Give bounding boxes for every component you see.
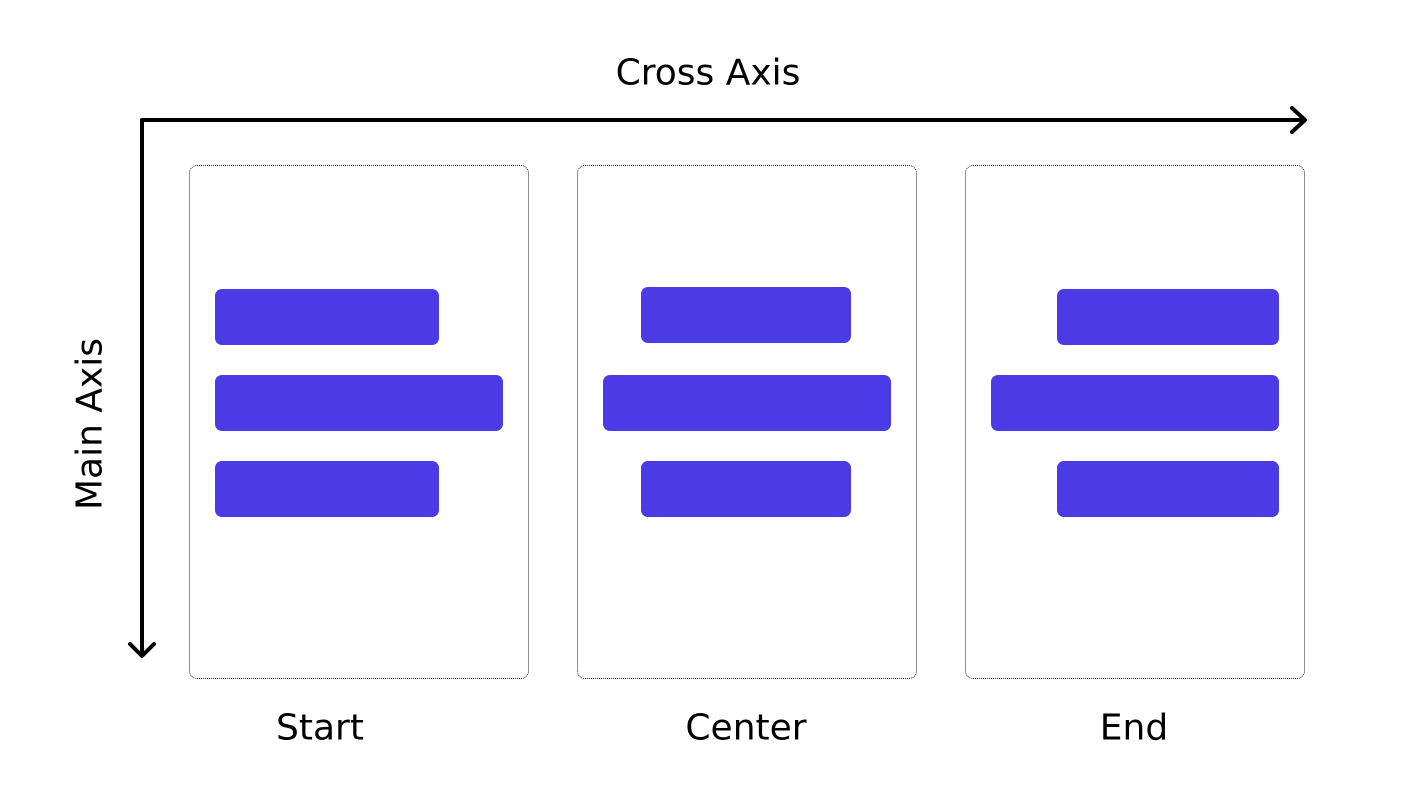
main-axis-arrowhead <box>128 642 156 658</box>
panel-start <box>189 165 529 679</box>
main-axis-label: Main Axis <box>69 337 111 511</box>
end-bar-1 <box>1057 289 1279 345</box>
start-bar-2 <box>215 375 503 431</box>
panel-label-end: End <box>1099 707 1169 749</box>
center-bar-2 <box>603 375 891 431</box>
start-bar-3 <box>215 461 439 517</box>
center-bar-1 <box>641 287 851 343</box>
panel-label-start: Start <box>276 707 364 749</box>
panel-label-center: Center <box>685 707 807 749</box>
cross-axis-label: Cross Axis <box>615 52 801 94</box>
panel-center <box>577 165 917 679</box>
start-bar-1 <box>215 289 439 345</box>
panel-end <box>965 165 1305 679</box>
cross-axis-arrowhead <box>1290 106 1307 134</box>
center-bar-3 <box>641 461 851 517</box>
end-bar-3 <box>1057 461 1279 517</box>
end-bar-2 <box>991 375 1279 431</box>
cross-axis-arrow <box>140 118 1306 654</box>
